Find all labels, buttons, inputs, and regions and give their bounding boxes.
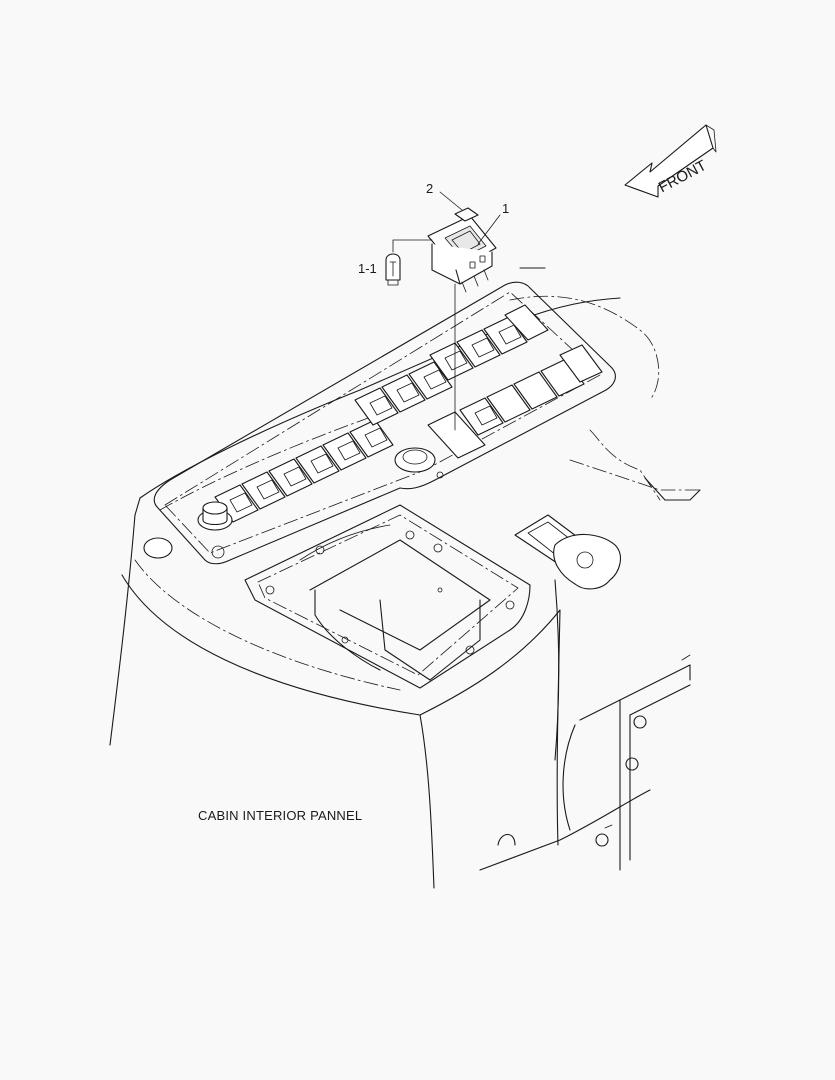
console-recess bbox=[244, 504, 531, 689]
callout-label-2: 2 bbox=[426, 181, 433, 196]
rocker-switch-part bbox=[427, 215, 497, 431]
bulb-part bbox=[385, 242, 401, 286]
callout-leaders bbox=[392, 191, 501, 245]
switch-row-right-lower bbox=[459, 344, 603, 436]
panel-hole bbox=[143, 537, 173, 559]
lever-knob bbox=[514, 514, 621, 590]
diagram-caption: CABIN INTERIOR PANNEL bbox=[198, 808, 362, 823]
power-socket bbox=[394, 447, 444, 479]
switch-panel bbox=[143, 281, 616, 565]
switch-row-left bbox=[214, 419, 394, 523]
switch-lens-part bbox=[454, 207, 479, 222]
switch-row-middle bbox=[354, 361, 453, 426]
side-frame bbox=[497, 654, 691, 871]
callout-label-1: 1 bbox=[502, 201, 509, 216]
switch-row-right-upper bbox=[429, 304, 549, 381]
front-direction-arrow: FRONT bbox=[624, 124, 717, 198]
empty-switch-slot bbox=[427, 411, 486, 459]
panel-knob bbox=[197, 501, 233, 559]
callout-label-1-1: 1-1 bbox=[358, 261, 377, 276]
